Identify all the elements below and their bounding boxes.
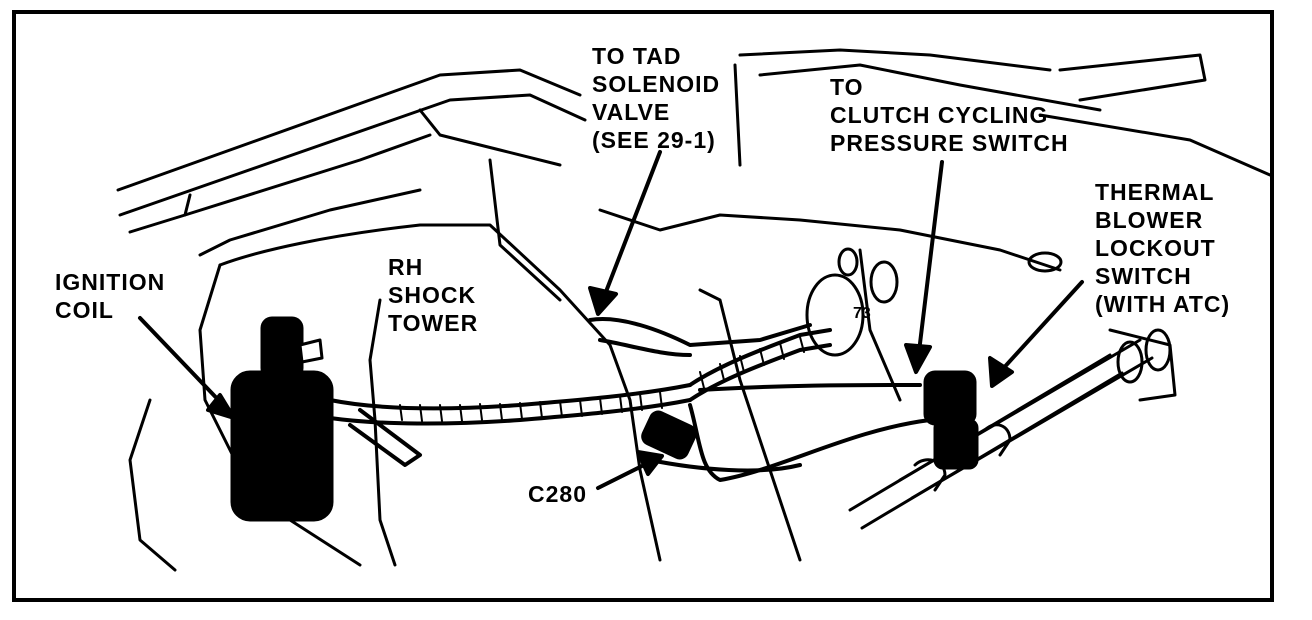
heater-hoses — [848, 328, 1177, 530]
diagram-frame — [12, 10, 1274, 602]
c280-label: C280 — [528, 481, 587, 507]
c280-connector-shape — [641, 410, 697, 460]
shock-tower-outline — [128, 208, 1062, 572]
thermal-switch-shape — [923, 370, 979, 470]
ignition-coil-label: IGNITION COIL — [55, 269, 166, 323]
part-number-mark: 73 — [853, 305, 871, 322]
tad-solenoid-arrow — [600, 150, 662, 304]
rh-shock-tower-label: RH SHOCK TOWER — [388, 254, 479, 336]
harness-ribbing — [399, 336, 805, 422]
fender-outline — [116, 48, 1272, 302]
tad-solenoid-label: TO TAD SOLENOID VALVE (SEE 29-1) — [592, 43, 721, 153]
c280-arrow — [596, 460, 652, 490]
thermal-blower-label: THERMAL BLOWER LOCKOUT SWITCH (WITH ATC) — [1095, 179, 1231, 317]
firewall-holes — [805, 247, 1063, 357]
ignition-coil-shape — [230, 316, 334, 522]
ignition-coil-arrow — [138, 316, 230, 412]
leader-arrows — [138, 150, 1084, 490]
thermal-switch-arrow — [998, 280, 1084, 374]
clutch-cycling-arrow — [916, 160, 944, 362]
clutch-cycling-label: TO CLUTCH CYCLING PRESSURE SWITCH — [830, 74, 1069, 156]
